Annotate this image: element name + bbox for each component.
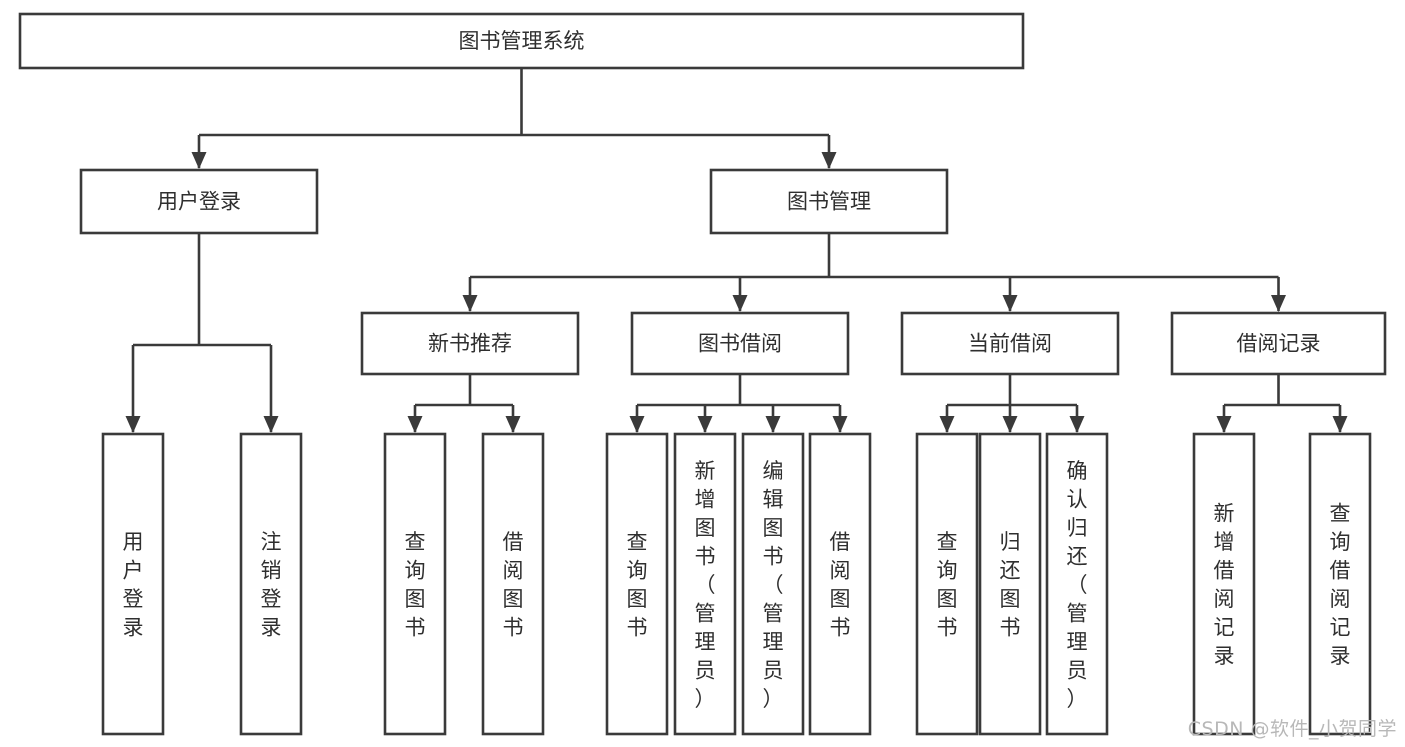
node-leaf-add-book[interactable]: 新增图书（管理员） bbox=[673, 432, 737, 736]
node-label: 查询图书 bbox=[627, 530, 648, 640]
node-label: 图书管理系统 bbox=[459, 29, 585, 53]
node-book-borrow[interactable]: 图书借阅 bbox=[630, 311, 850, 376]
node-leaf-add-record[interactable]: 新增借阅记录 bbox=[1192, 432, 1256, 736]
arrow-head-icon bbox=[191, 152, 207, 169]
node-leaf-return-book[interactable]: 归还图书 bbox=[978, 432, 1042, 736]
node-leaf-logout[interactable]: 注销登录 bbox=[239, 432, 303, 736]
node-leaf-confirm-return[interactable]: 确认归还（管理员） bbox=[1045, 432, 1109, 736]
arrow-head-icon bbox=[1332, 416, 1348, 433]
node-label: 编辑图书（管理员） bbox=[763, 459, 784, 711]
node-label: 图书借阅 bbox=[698, 332, 782, 356]
node-label: 用户登录 bbox=[123, 530, 144, 640]
arrow-head-icon bbox=[125, 416, 141, 433]
node-label: 新增借阅记录 bbox=[1214, 502, 1235, 669]
arrow-head-icon bbox=[263, 416, 279, 433]
node-label: 注销登录 bbox=[261, 530, 282, 640]
arrow-head-icon bbox=[1002, 295, 1018, 312]
arrow-head-icon bbox=[765, 416, 781, 433]
node-label: 借阅图书 bbox=[830, 530, 851, 640]
arrow-head-icon bbox=[697, 416, 713, 433]
arrow-head-icon bbox=[629, 416, 645, 433]
node-borrow-record[interactable]: 借阅记录 bbox=[1170, 311, 1387, 376]
csdn-watermark: CSDN @软件_小贺同学 bbox=[1187, 718, 1397, 740]
node-leaf-query-book-1[interactable]: 查询图书 bbox=[383, 432, 447, 736]
arrow-head-icon bbox=[939, 416, 955, 433]
node-label: 借阅图书 bbox=[503, 530, 524, 640]
node-leaf-query-record[interactable]: 查询借阅记录 bbox=[1308, 432, 1372, 736]
arrow-head-icon bbox=[832, 416, 848, 433]
connectors-layer bbox=[125, 68, 1348, 433]
node-leaf-borrow-book-2[interactable]: 借阅图书 bbox=[808, 432, 872, 736]
arrow-head-icon bbox=[1271, 295, 1286, 312]
arrow-head-icon bbox=[407, 416, 423, 433]
arrow-head-icon bbox=[732, 295, 748, 312]
arrow-head-icon bbox=[821, 152, 837, 169]
node-label: 查询图书 bbox=[405, 530, 426, 640]
node-label: 图书管理 bbox=[787, 190, 871, 214]
node-label: 新书推荐 bbox=[428, 332, 512, 356]
node-leaf-query-book-3[interactable]: 查询图书 bbox=[915, 432, 979, 736]
node-leaf-user-login[interactable]: 用户登录 bbox=[101, 432, 165, 736]
node-label: 新增图书（管理员） bbox=[695, 459, 716, 711]
node-label: 借阅记录 bbox=[1237, 332, 1321, 356]
node-leaf-query-book-2[interactable]: 查询图书 bbox=[605, 432, 669, 736]
node-label: 归还图书 bbox=[1000, 530, 1021, 640]
arrow-head-icon bbox=[1069, 416, 1085, 433]
node-user-login[interactable]: 用户登录 bbox=[79, 168, 319, 235]
nodes-layer: 图书管理系统用户登录图书管理新书推荐图书借阅当前借阅借阅记录用户登录注销登录查询… bbox=[18, 12, 1387, 736]
node-label: 查询借阅记录 bbox=[1330, 502, 1351, 669]
node-new-book-recommend[interactable]: 新书推荐 bbox=[360, 311, 580, 376]
node-leaf-borrow-book-1[interactable]: 借阅图书 bbox=[481, 432, 545, 736]
node-book-manage[interactable]: 图书管理 bbox=[709, 168, 949, 235]
node-leaf-edit-book[interactable]: 编辑图书（管理员） bbox=[741, 432, 805, 736]
node-root-root[interactable]: 图书管理系统 bbox=[18, 12, 1025, 70]
arrow-head-icon bbox=[1002, 416, 1018, 433]
arrow-head-icon bbox=[505, 416, 521, 433]
node-label: 用户登录 bbox=[157, 190, 241, 214]
arrow-head-icon bbox=[1216, 416, 1232, 433]
node-label: 确认归还（管理员） bbox=[1067, 459, 1088, 711]
node-label: 当前借阅 bbox=[968, 332, 1052, 356]
arrow-head-icon bbox=[462, 295, 478, 312]
node-label: 查询图书 bbox=[937, 530, 958, 640]
node-current-borrow[interactable]: 当前借阅 bbox=[900, 311, 1120, 376]
